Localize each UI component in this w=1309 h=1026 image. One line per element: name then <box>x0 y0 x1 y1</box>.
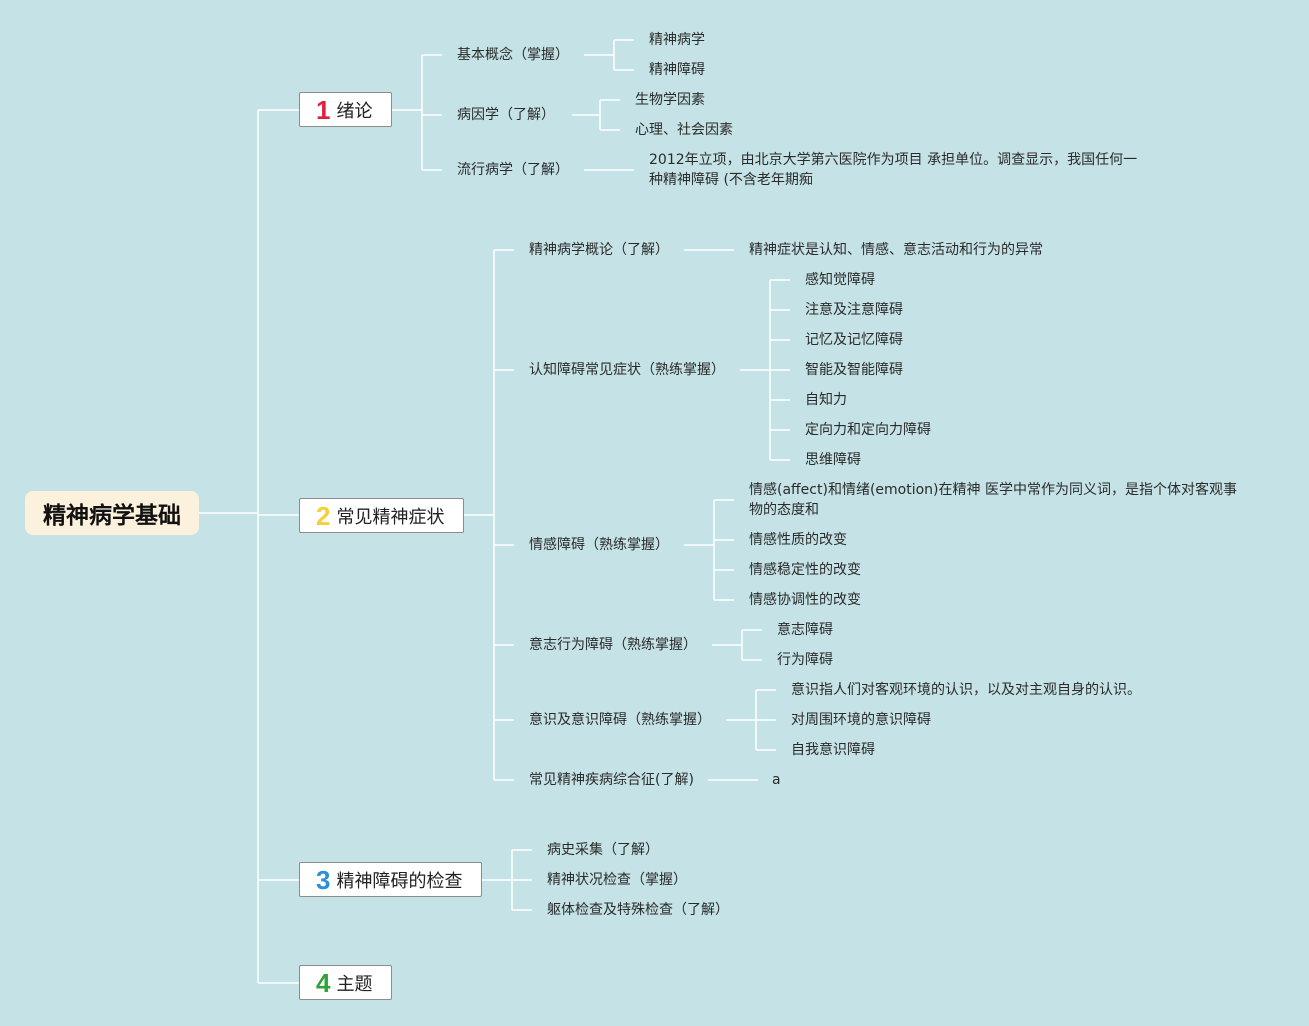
subtopic-node[interactable]: 基本概念（掌握） <box>457 47 569 63</box>
leaf-node[interactable]: 情感性质的改变 <box>749 532 847 548</box>
leaf-node[interactable]: 2012年立项，由北京大学第六医院作为项目 承担单位。调查显示，我国任何一种精神… <box>649 152 1138 188</box>
leaf-node[interactable]: 行为障碍 <box>777 652 833 668</box>
subtopic-node[interactable]: 意识及意识障碍（熟练掌握） <box>529 712 711 728</box>
topic-number-badge: 4 <box>316 967 331 998</box>
leaf-node[interactable]: 智能及智能障碍 <box>805 362 903 378</box>
leaf-node[interactable]: 精神病学 <box>649 32 705 48</box>
leaf-node[interactable]: 注意及注意障碍 <box>805 302 903 318</box>
leaf-node[interactable]: 心理、社会因素 <box>635 122 733 138</box>
topic-number-badge: 3 <box>316 864 331 895</box>
root-node[interactable]: 精神病学基础 <box>25 491 199 535</box>
subtopic-node[interactable]: 认知障碍常见症状（熟练掌握） <box>529 362 725 378</box>
leaf-node[interactable]: 对周围环境的意识障碍 <box>791 712 931 728</box>
topic-label: 精神障碍的检查 <box>336 870 463 892</box>
topic-number-badge: 2 <box>316 500 331 531</box>
subtopic-node[interactable]: 躯体检查及特殊检查（了解） <box>547 902 729 918</box>
subtopic-node[interactable]: 病史采集（了解） <box>547 842 659 858</box>
subtopic-node[interactable]: 常见精神疾病综合征(了解) <box>529 772 694 788</box>
leaf-node[interactable]: 情感(affect)和情绪(emotion)在精神 医学中常作为同义词，是指个体… <box>749 482 1237 518</box>
leaf-node[interactable]: 情感协调性的改变 <box>749 592 861 608</box>
leaf-node[interactable]: 自知力 <box>805 392 847 408</box>
topic-number-badge: 1 <box>316 94 331 125</box>
leaf-node[interactable]: 自我意识障碍 <box>791 742 875 758</box>
leaf-node[interactable]: 记忆及记忆障碍 <box>805 332 903 348</box>
leaf-node[interactable]: a <box>772 772 781 788</box>
subtopic-node[interactable]: 情感障碍（熟练掌握） <box>529 537 669 553</box>
leaf-node[interactable]: 精神障碍 <box>649 62 705 78</box>
leaf-node[interactable]: 定向力和定向力障碍 <box>805 422 931 438</box>
topic-label: 主题 <box>336 973 373 995</box>
subtopic-node[interactable]: 流行病学（了解） <box>457 162 569 178</box>
leaf-node[interactable]: 感知觉障碍 <box>805 272 875 288</box>
subtopic-node[interactable]: 意志行为障碍（熟练掌握） <box>529 637 697 653</box>
topic-label: 绪论 <box>336 100 373 122</box>
topic-label: 常见精神症状 <box>336 506 445 528</box>
leaf-node[interactable]: 情感稳定性的改变 <box>749 562 861 578</box>
leaf-node[interactable]: 思维障碍 <box>805 452 861 468</box>
leaf-node[interactable]: 精神症状是认知、情感、意志活动和行为的异常 <box>749 242 1043 258</box>
leaf-node[interactable]: 意志障碍 <box>777 622 833 638</box>
leaf-node[interactable]: 意识指人们对客观环境的认识，以及对主观自身的认识。 <box>791 682 1141 698</box>
leaf-node[interactable]: 生物学因素 <box>635 92 705 108</box>
subtopic-node[interactable]: 病因学（了解） <box>457 107 555 123</box>
subtopic-node[interactable]: 精神状况检查（掌握） <box>547 872 687 888</box>
subtopic-node[interactable]: 精神病学概论（了解） <box>529 242 669 258</box>
